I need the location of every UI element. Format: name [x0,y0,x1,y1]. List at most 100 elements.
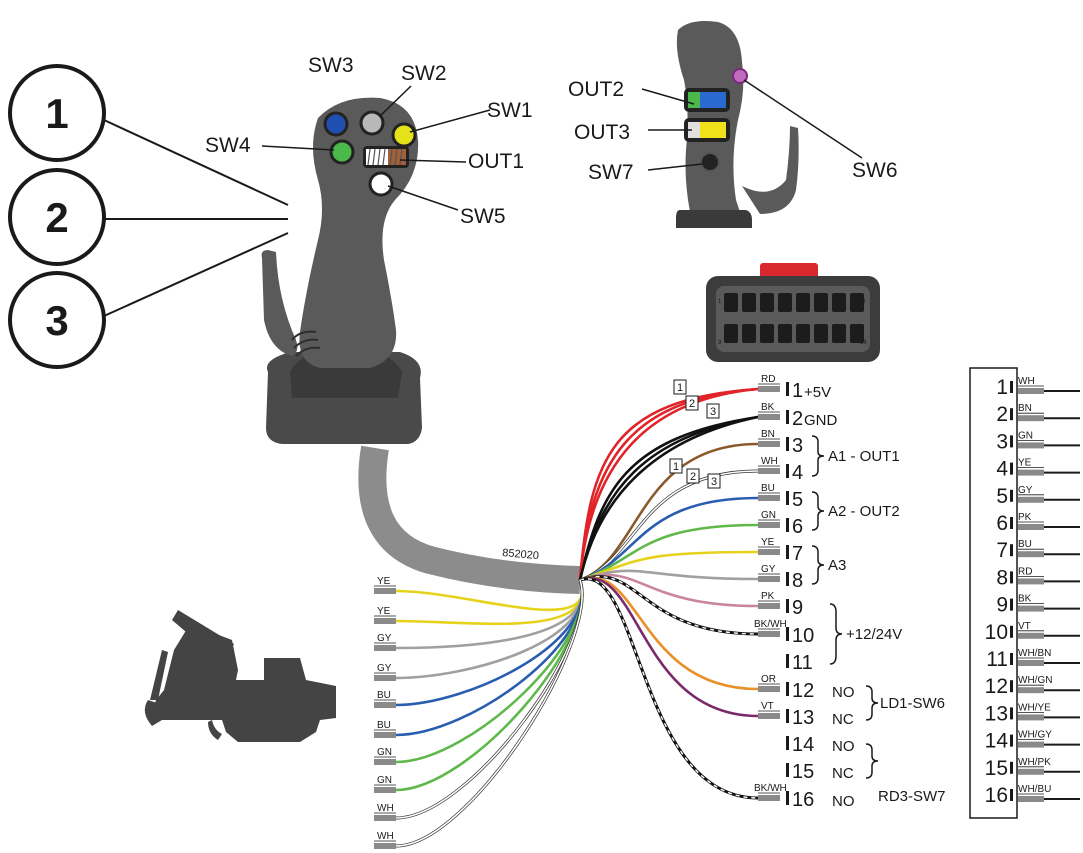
side-trigger [742,126,799,214]
connector-cavity [742,293,756,312]
connector-cavity [778,293,792,312]
group-labels: A1 - OUT1 A2 - OUT2 A3 +12/24V LD1-SW6 R… [811,435,946,805]
pin-table-wire-code: BK [1018,594,1032,605]
group-label-supply: +12/24V [846,626,902,643]
connector-cavity [832,293,846,312]
connector-cavity [850,293,864,312]
sw3-button[interactable] [323,111,349,137]
sw4-leader [261,145,335,151]
pin-table-wire-code: WH/BN [1018,648,1051,659]
callout-leader-3 [103,232,289,317]
wire-color-code: BK/WH [754,619,787,630]
pin-tick [786,791,789,805]
pin-tick [786,382,789,396]
pin-tick [786,572,789,586]
excavator-icon [144,610,336,742]
wire-color-code: BU [761,483,775,494]
out1-roller[interactable] [363,146,409,168]
wire-rd [578,387,759,581]
connector-inner [716,286,870,352]
left-wire-tag [374,732,396,738]
left-wire-gy [395,579,584,680]
wire-color-code: RD [761,374,775,385]
pin-row-6: GN6 [758,510,803,538]
left-wire-code: GN [377,747,392,758]
pin-table-number: 14 [985,730,1009,753]
side-base [676,210,752,228]
wire-tag [758,414,780,420]
pin-table-tag [1018,551,1044,558]
pin-number: 12 [792,680,814,702]
connector-cavity [814,324,828,343]
sw6-button[interactable] [732,68,748,84]
pin-table-tag [1018,578,1044,585]
pin-row-4: WH4 [758,456,803,484]
sw6-label: SW6 [852,159,898,182]
pin-table-tick [1010,381,1013,393]
out3-label: OUT3 [574,121,630,144]
pin-table-wire-code: WH [1018,376,1035,387]
wire-color-code: BN [761,429,775,440]
sw4-button[interactable] [329,139,355,165]
svg-text:1: 1 [677,382,683,394]
pin-table-tick [1010,653,1013,665]
left-wire-code: YE [377,606,391,617]
callout-circle-3 [8,271,106,369]
sw5-label: SW5 [460,205,506,228]
sw5-leader [387,185,459,211]
sw7-button[interactable] [700,152,720,172]
out3-roller[interactable] [684,118,730,142]
wire-tag [758,468,780,474]
pin-table-wire-code: WH/GN [1018,675,1052,686]
group-label-rd3: RD3-SW7 [878,788,946,805]
wire-color-code: OR [761,674,776,685]
svg-text:2: 2 [689,398,695,410]
sw3-label: SW3 [308,54,354,77]
pin-table-tick [1010,462,1013,475]
left-wire-code: WH [377,831,394,842]
pin-table-tick [1010,625,1013,638]
brace-a3 [811,545,825,585]
connector-latch [760,263,818,279]
left-wire-tag [374,843,396,849]
wire-tag [758,441,780,447]
pin-number: 11 [792,652,813,674]
connector-cavity [832,324,846,343]
pin-table-tag [1018,605,1044,612]
connector-cavity [850,324,864,343]
wire-tag [758,549,780,555]
group-label-a3: A3 [828,557,846,574]
connector-cavity [778,324,792,343]
pin-table-tag [1018,660,1044,666]
sw2-button[interactable] [359,110,385,136]
out2-roller[interactable] [684,88,730,112]
pin-tick [786,437,789,451]
left-wire-gn [395,579,584,764]
cavity-label-bottom-right: 16 [860,340,867,346]
pin-table-tick [1010,761,1013,774]
svg-text:3: 3 [710,406,716,418]
sw5-button[interactable] [368,171,394,197]
wire-tag [758,686,780,692]
pin-table-number: 11 [986,648,1008,671]
sw1-button[interactable] [391,122,417,148]
connector-cavity [814,293,828,312]
pin-table-number: 9 [996,594,1008,617]
pin-function: +5V [804,384,831,401]
brace-ld1 [865,685,879,721]
cavity-label-top-right: 8 [862,299,866,305]
